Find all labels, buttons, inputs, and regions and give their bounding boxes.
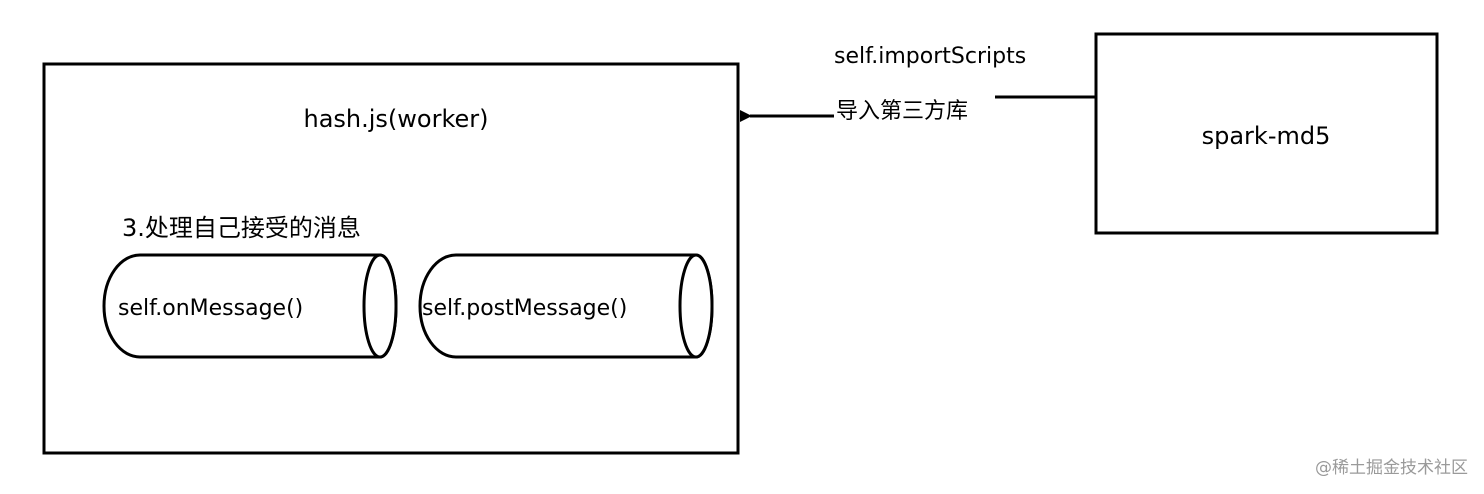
post-message-label: self.postMessage() xyxy=(422,296,627,321)
worker-section-label: 3.处理自己接受的消息 xyxy=(122,214,361,242)
worker-title: hash.js(worker) xyxy=(303,105,488,133)
connector-label-top: self.importScripts xyxy=(834,44,1026,69)
library-title: spark-md5 xyxy=(1202,122,1331,150)
post-message-cylinder: self.postMessage() xyxy=(418,253,714,359)
watermark-text: @稀土掘金技术社区 xyxy=(1315,458,1468,478)
library-box xyxy=(1094,32,1439,235)
on-message-cylinder-end xyxy=(362,253,398,359)
post-message-cylinder-end xyxy=(678,253,714,359)
on-message-label: self.onMessage() xyxy=(118,296,303,321)
on-message-cylinder: self.onMessage() xyxy=(102,253,398,359)
connector-label-bottom: 导入第三方库 xyxy=(836,99,968,124)
